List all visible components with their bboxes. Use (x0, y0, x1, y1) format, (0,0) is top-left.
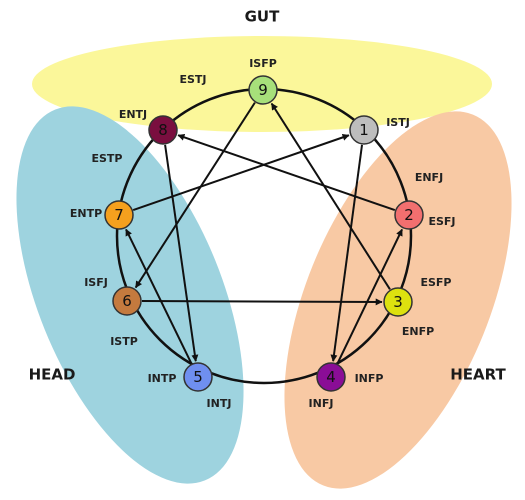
arrow-2-to-8 (177, 133, 396, 212)
node-2-type-esfj: ESFJ (428, 215, 455, 228)
node-1-number: 1 (359, 121, 369, 139)
arrow-lines (125, 102, 403, 364)
heart-region (284, 111, 512, 489)
node-8-type-estj: ESTJ (179, 73, 206, 86)
arrow-1-to-4 (330, 144, 364, 362)
node-2: 2 ENFJ ESFJ (394, 171, 456, 230)
arrow-6-to-3 (141, 298, 383, 306)
node-8-number: 8 (158, 121, 168, 139)
node-3-number: 3 (393, 293, 403, 311)
node-1-type-istj: ISTJ (386, 116, 410, 129)
arrow-7-to-1 (132, 134, 350, 212)
node-2-number: 2 (404, 206, 414, 224)
node-7-number: 7 (114, 206, 124, 224)
node-1: 1 ISTJ (349, 115, 410, 145)
gut-label: GUT (245, 8, 280, 26)
node-6-number: 6 (122, 292, 132, 310)
arrow-4-to-2 (336, 228, 403, 364)
node-8-circle (148, 115, 178, 145)
arrow-3-to-9 (270, 102, 391, 290)
heart-label: HEART (450, 366, 506, 384)
node-6: 6 ISFJ ISTP (84, 276, 142, 348)
head-label: HEAD (29, 366, 76, 384)
node-3-type-esfp: ESFP (420, 276, 451, 289)
node-5-type-intj: INTJ (207, 397, 232, 410)
node-6-type-isfj: ISFJ (84, 276, 108, 289)
node-5: 5 INTP INTJ (148, 362, 232, 410)
arrow-8-to-5 (164, 144, 199, 362)
node-2-type-enfj: ENFJ (415, 171, 443, 184)
node-9-number: 9 (258, 81, 268, 99)
node-4: 4 INFP INFJ (309, 362, 384, 410)
node-4-circle (316, 362, 346, 392)
arrow-5-to-7 (125, 228, 193, 364)
node-6-type-istp: ISTP (110, 335, 138, 348)
node-8-type-entj: ENTJ (119, 108, 147, 121)
node-9-type-isfp: ISFP (249, 57, 277, 70)
enneagram-nodes: 1 ISTJ 2 ENFJ ESFJ 3 ESFP ENFP 4 INFP IN… (70, 57, 456, 410)
node-5-number: 5 (193, 368, 203, 386)
node-7-type-estp: ESTP (91, 152, 122, 165)
node-7-circle (104, 200, 134, 230)
node-9: 9 ISFP (248, 57, 278, 105)
node-3-circle (383, 287, 413, 317)
node-3: 3 ESFP ENFP (383, 276, 452, 338)
node-2-circle (394, 200, 424, 230)
node-3-type-enfp: ENFP (402, 325, 434, 338)
node-5-type-intp: INTP (148, 372, 177, 385)
arrow-9-to-6 (134, 102, 256, 289)
node-4-type-infp: INFP (355, 372, 384, 385)
node-4-number: 4 (326, 368, 336, 386)
node-9-circle (248, 75, 278, 105)
node-1-circle (349, 115, 379, 145)
node-7-type-entp: ENTP (70, 207, 102, 220)
head-region (16, 106, 244, 484)
node-8: 8 ENTJ ESTJ (119, 73, 207, 145)
node-4-type-infj: INFJ (309, 397, 334, 410)
node-5-circle (183, 362, 213, 392)
node-7: 7 ENTP ESTP (70, 152, 134, 230)
node-6-circle (112, 286, 142, 316)
